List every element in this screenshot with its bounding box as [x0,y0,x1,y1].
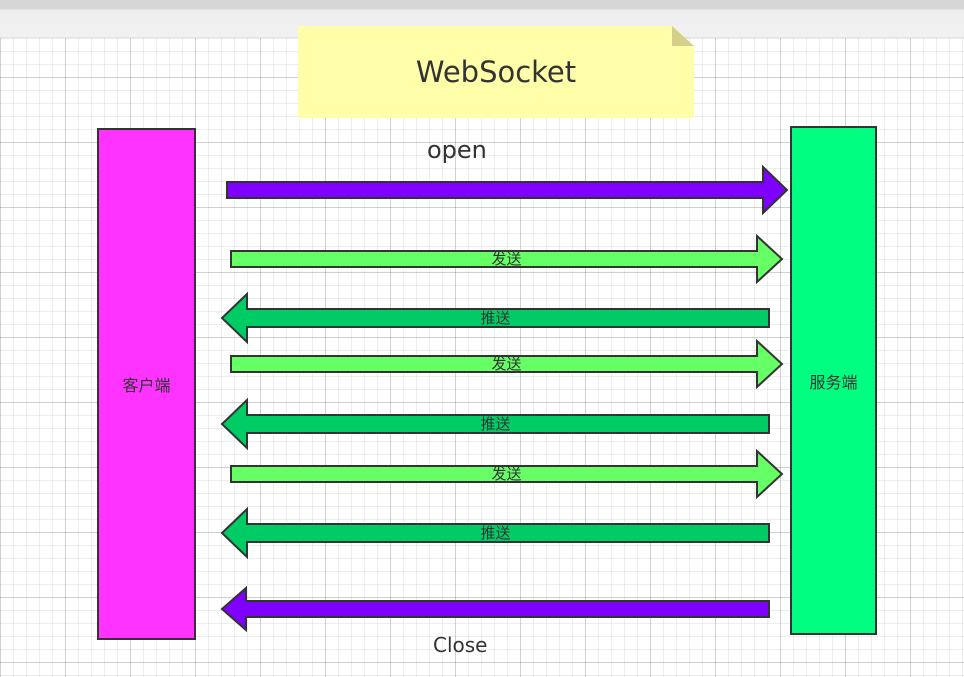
arrow-to-client-4[interactable] [220,397,770,451]
arrow-label-1: 发送 [491,250,521,268]
arrow-to-server-5[interactable] [230,448,784,500]
client-label: 客户端 [122,376,171,395]
close-label: Close [433,633,488,657]
server-box[interactable]: 服务端 [790,126,877,635]
arrow-label-2: 推送 [480,309,510,327]
server-label: 服务端 [809,372,858,392]
arrow-label-5: 发送 [491,465,521,483]
arrow-to-client-7[interactable] [220,585,770,633]
arrow-label-4: 推送 [480,415,510,433]
arrow-to-server-3[interactable] [230,338,784,390]
arrow-to-client-6[interactable] [220,506,770,560]
open-label: open [427,136,487,164]
note-shape [298,26,694,118]
arrow-to-server-0[interactable] [226,164,789,216]
arrow-label-3: 发送 [491,355,521,373]
client-box[interactable]: 客户端 [97,128,196,640]
arrow-to-server-1[interactable] [230,233,784,285]
arrow-to-client-2[interactable] [220,291,770,345]
arrow-label-6: 推送 [480,524,510,542]
title-note[interactable]: WebSocket [298,26,694,118]
diagram-title: WebSocket [415,55,577,89]
